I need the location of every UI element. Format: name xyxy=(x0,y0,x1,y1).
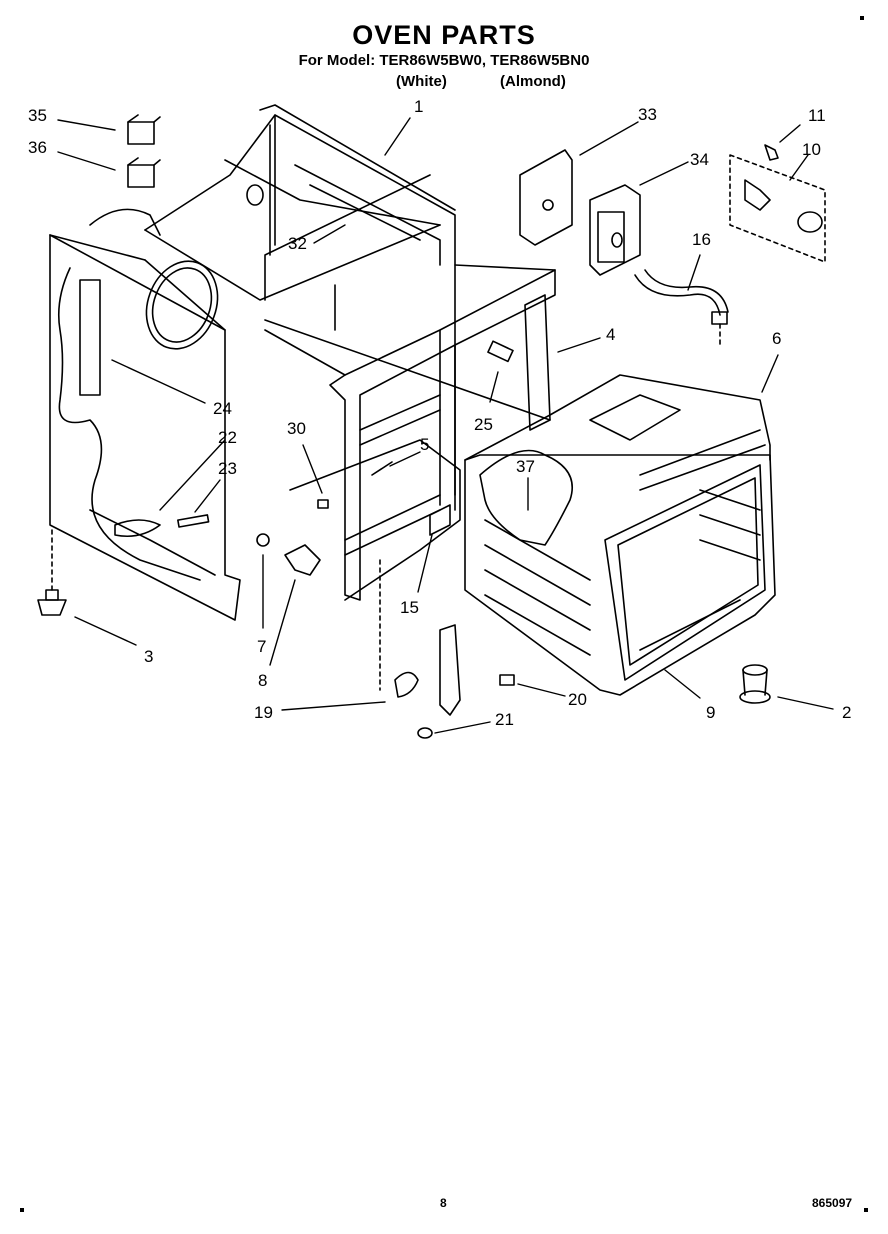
oven-frame xyxy=(144,104,556,601)
oven-side-panel xyxy=(49,208,241,621)
callout-5: 5 xyxy=(420,435,429,454)
callout-32: 32 xyxy=(288,234,307,253)
callout-24: 24 xyxy=(213,399,232,418)
callout-19: 19 xyxy=(254,703,273,722)
callout-6: 6 xyxy=(772,329,781,348)
callout-34: 34 xyxy=(690,150,709,169)
callout-33: 33 xyxy=(638,105,657,124)
callout-4: 4 xyxy=(606,325,615,344)
document-code: 865097 xyxy=(812,1196,853,1210)
leg-cap-2 xyxy=(739,664,771,704)
bracket-33 xyxy=(519,149,573,246)
callout-22: 22 xyxy=(218,428,237,447)
small-parts xyxy=(114,340,515,739)
oven-liner xyxy=(464,374,776,696)
callout-1: 1 xyxy=(414,97,423,116)
callout-7: 7 xyxy=(257,637,266,656)
leveling-leg-3 xyxy=(37,529,67,616)
page-title: OVEN PARTS xyxy=(352,20,536,50)
corner-mark xyxy=(20,1208,24,1212)
callout-3: 3 xyxy=(144,647,153,666)
callout-9: 9 xyxy=(706,703,715,722)
leader-lines xyxy=(57,117,834,734)
callout-23: 23 xyxy=(218,459,237,478)
socket-assembly-10 xyxy=(729,144,826,263)
part-35 xyxy=(127,114,161,145)
callout-35: 35 xyxy=(28,106,47,125)
page-number: 8 xyxy=(440,1196,447,1210)
corner-mark xyxy=(864,1208,868,1212)
callout-11: 11 xyxy=(808,106,826,125)
callout-2: 2 xyxy=(842,703,851,722)
callout-21: 21 xyxy=(495,710,514,729)
callout-20: 20 xyxy=(568,690,587,709)
callout-10: 10 xyxy=(802,140,821,159)
callout-37: 37 xyxy=(516,457,535,476)
callout-36: 36 xyxy=(28,138,47,157)
callout-25: 25 xyxy=(474,415,493,434)
corner-mark xyxy=(860,16,864,20)
vent-tube-16 xyxy=(634,269,729,346)
callout-30: 30 xyxy=(287,419,306,438)
part-36 xyxy=(127,157,161,188)
variant-white: (White) xyxy=(396,73,447,90)
callout-16: 16 xyxy=(692,230,711,249)
variant-almond: (Almond) xyxy=(500,73,566,90)
callout-8: 8 xyxy=(258,671,267,690)
callout-15: 15 xyxy=(400,598,419,617)
model-line: For Model: TER86W5BW0, TER86W5BN0 xyxy=(298,52,590,69)
bracket-34 xyxy=(589,184,641,276)
callout-numbers: 1 2 3 4 5 6 7 8 9 10 11 15 16 19 20 21 2… xyxy=(28,97,851,729)
